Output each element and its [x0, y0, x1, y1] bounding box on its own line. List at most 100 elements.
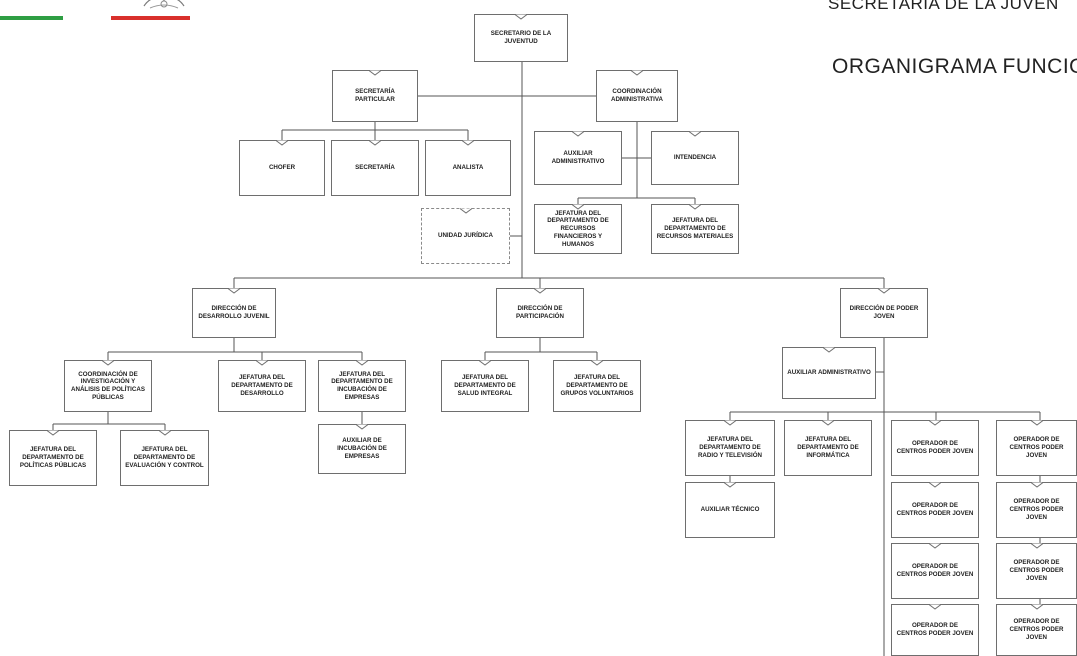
node-secretaria: SECRETARÍA: [331, 140, 419, 196]
node-notch-icon: [534, 288, 546, 294]
node-label: INTENDENCIA: [673, 154, 717, 162]
node-label: JEFATURA DEL DEPARTAMENTO DE INCUBACIÓN …: [331, 370, 393, 401]
node-label: JEFATURA DEL DEPARTAMENTO DE DESARROLLO: [231, 374, 293, 397]
node-notch-icon: [724, 420, 736, 426]
node-auxiliar-tecnico: AUXILIAR TÉCNICO: [685, 482, 775, 538]
poder-joven-line: [729, 338, 1041, 656]
node-label: JEFATURA DEL DEPARTAMENTO DE INFORMÁTICA: [797, 436, 859, 459]
node-notch-icon: [822, 420, 834, 426]
node-label: AUXILIAR TÉCNICO: [700, 506, 760, 514]
node-notch-icon: [158, 430, 171, 436]
node-intendencia: INTENDENCIA: [651, 131, 739, 185]
node-coordinacion-investigacion: COORDINACIÓN DE INVESTIGACIÓN Y ANÁLISIS…: [64, 360, 152, 412]
node-notch-icon: [1030, 543, 1043, 549]
node-jd-evaluacion-control: JEFATURA DEL DEPARTAMENTO DE EVALUACIÓN …: [120, 430, 209, 486]
node-label: OPERADOR DE CENTROS PODER JOVEN: [896, 563, 974, 578]
node-label: OPERADOR DE CENTROS PODER JOVEN: [896, 622, 974, 637]
node-notch-icon: [462, 140, 474, 146]
node-auxiliar-incubacion: AUXILIAR DE INCUBACIÓN DE EMPRESAS: [318, 424, 406, 474]
node-notch-icon: [929, 543, 941, 549]
node-label: JEFATURA DEL DEPARTAMENTO DE RECURSOS FI…: [547, 209, 609, 248]
node-operador-centros-3: OPERADOR DE CENTROS PODER JOVEN: [891, 543, 979, 599]
node-notch-icon: [102, 360, 114, 366]
node-notch-icon: [369, 140, 381, 146]
node-label: SECRETARÍA PARTICULAR: [355, 88, 395, 103]
node-label: JEFATURA DEL DEPARTAMENTO DE RADIO Y TEL…: [697, 436, 763, 459]
node-direccion-desarrollo-juvenil: DIRECCIÓN DE DESARROLLO JUVENIL: [192, 288, 276, 338]
organization-name: SECRETARÍA DE LA JUVEN: [828, 0, 1059, 13]
node-notch-icon: [929, 482, 941, 488]
node-operador-centros-2: OPERADOR DE CENTROS PODER JOVEN: [891, 482, 979, 538]
node-jd-informatica: JEFATURA DEL DEPARTAMENTO DE INFORMÁTICA: [784, 420, 872, 476]
node-auxiliar-administrativo: AUXILIAR ADMINISTRATIVO: [534, 131, 622, 185]
node-jd-incubacion-empresas: JEFATURA DEL DEPARTAMENTO DE INCUBACIÓN …: [318, 360, 406, 412]
node-notch-icon: [356, 424, 368, 430]
coat-of-arms-icon: [143, 0, 185, 9]
node-label: JEFATURA DEL DEPARTAMENTO DE GRUPOS VOLU…: [560, 374, 634, 397]
desarrollo-children-line: [107, 338, 363, 360]
node-operador-centros-6: OPERADOR DE CENTROS PODER JOVEN: [996, 482, 1077, 538]
node-notch-icon: [591, 360, 603, 366]
node-notch-icon: [47, 430, 59, 436]
node-jd-salud-integral: JEFATURA DEL DEPARTAMENTO DE SALUD INTEG…: [441, 360, 529, 412]
node-unidad-juridica: UNIDAD JURÍDICA: [421, 208, 510, 264]
node-label: JEFATURA DEL DEPARTAMENTO DE RECURSOS MA…: [656, 217, 734, 240]
node-notch-icon: [878, 288, 890, 294]
chart-title: ORGANIGRAMA FUNCIO: [832, 55, 1077, 78]
node-notch-icon: [689, 131, 701, 137]
node-label: OPERADOR DE CENTROS PODER JOVEN: [1009, 498, 1064, 521]
node-operador-centros-8: OPERADOR DE CENTROS PODER JOVEN: [996, 604, 1077, 656]
node-auxiliar-administrativo-poder-joven: AUXILIAR ADMINISTRATIVO: [782, 347, 876, 399]
node-label: DIRECCIÓN DE PARTICIPACIÓN: [516, 305, 564, 320]
node-notch-icon: [256, 360, 268, 366]
node-direccion-participacion: DIRECCIÓN DE PARTICIPACIÓN: [496, 288, 584, 338]
node-analista: ANALISTA: [425, 140, 511, 196]
node-jd-radio-television: JEFATURA DEL DEPARTAMENTO DE RADIO Y TEL…: [685, 420, 775, 476]
node-jd-recursos-financieros-humanos: JEFATURA DEL DEPARTAMENTO DE RECURSOS FI…: [534, 204, 622, 254]
particular-children-line: [281, 122, 469, 140]
node-notch-icon: [724, 482, 736, 488]
node-notch-icon: [369, 70, 381, 76]
node-coordinacion-administrativa: COORDINACIÓN ADMINISTRATIVA: [596, 70, 678, 122]
node-notch-icon: [515, 14, 527, 20]
node-label: OPERADOR DE CENTROS PODER JOVEN: [896, 440, 974, 455]
node-notch-icon: [689, 204, 701, 210]
node-label: OPERADOR DE CENTROS PODER JOVEN: [896, 502, 974, 517]
flag-stripe-white: [63, 16, 111, 20]
node-label: COORDINACIÓN DE INVESTIGACIÓN Y ANÁLISIS…: [71, 370, 145, 401]
node-notch-icon: [1030, 482, 1043, 488]
flag-stripe: [0, 16, 190, 20]
node-label: JEFATURA DEL DEPARTAMENTO DE SALUD INTEG…: [454, 374, 516, 397]
participacion-children-line: [484, 338, 598, 360]
flag-stripe-green: [0, 16, 63, 20]
node-label: DIRECCIÓN DE DESARROLLO JUVENIL: [198, 305, 270, 320]
node-operador-centros-7: OPERADOR DE CENTROS PODER JOVEN: [996, 543, 1077, 599]
node-operador-centros-5: OPERADOR DE CENTROS PODER JOVEN: [996, 420, 1077, 476]
node-notch-icon: [276, 140, 288, 146]
node-label: DIRECCIÓN DE PODER JOVEN: [849, 305, 919, 320]
node-notch-icon: [479, 360, 491, 366]
node-notch-icon: [572, 131, 584, 137]
node-direccion-poder-joven: DIRECCIÓN DE PODER JOVEN: [840, 288, 928, 338]
node-secretario-juventud: SECRETARIO DE LA JUVENTUD: [474, 14, 568, 62]
node-notch-icon: [631, 70, 643, 76]
node-secretaria-particular: SECRETARÍA PARTICULAR: [332, 70, 418, 122]
node-label: SECRETARÍA: [355, 164, 395, 172]
node-notch-icon: [1030, 420, 1043, 426]
node-label: AUXILIAR ADMINISTRATIVO: [551, 150, 605, 165]
node-notch-icon: [572, 204, 584, 210]
node-operador-centros-4: OPERADOR DE CENTROS PODER JOVEN: [891, 604, 979, 656]
node-jd-desarrollo: JEFATURA DEL DEPARTAMENTO DE DESARROLLO: [218, 360, 306, 412]
flag-stripe-red: [111, 16, 190, 20]
node-notch-icon: [823, 347, 835, 353]
directions-branch: [233, 277, 885, 288]
node-notch-icon: [459, 208, 472, 214]
node-label: CHOFER: [268, 164, 296, 172]
node-chofer: CHOFER: [239, 140, 325, 196]
node-label: OPERADOR DE CENTROS PODER JOVEN: [1009, 618, 1064, 641]
node-label: ANALISTA: [452, 164, 484, 172]
node-jd-grupos-voluntarios: JEFATURA DEL DEPARTAMENTO DE GRUPOS VOLU…: [553, 360, 641, 412]
node-label: AUXILIAR ADMINISTRATIVO: [787, 369, 871, 377]
node-label: JEFATURA DEL DEPARTAMENTO DE EVALUACIÓN …: [125, 446, 204, 469]
